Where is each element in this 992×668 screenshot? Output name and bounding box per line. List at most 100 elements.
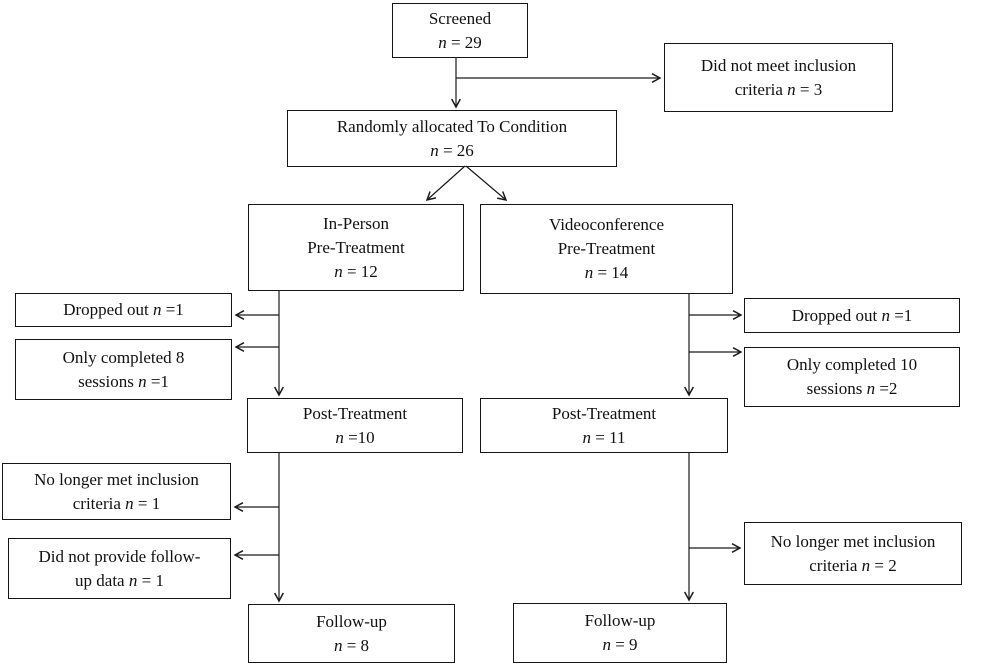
box-posttreatment-left: Post-Treatment n =10 <box>247 398 463 453</box>
box-line: Post-Treatment <box>552 402 656 426</box>
text-segment: = 8 <box>342 635 370 655</box>
text-segment: In-Person <box>322 213 390 233</box>
text-segment: n <box>335 427 344 447</box>
text-segment: = 3 <box>795 79 823 99</box>
box-line: sessions n =1 <box>78 370 169 394</box>
text-segment: n <box>881 305 890 325</box>
text-segment: = 14 <box>593 263 629 282</box>
text-segment: n <box>438 32 447 52</box>
box-followup-right: Follow-up n = 9 <box>513 603 727 663</box>
box-line: Only completed 10 <box>787 353 917 377</box>
box-did-not-meet-criteria: Did not meet inclusion criteria n = 3 <box>664 43 893 112</box>
text-segment: n <box>125 493 134 513</box>
text-segment: sessions <box>78 371 139 391</box>
text-segment: = 11 <box>591 427 626 447</box>
text-segment: =1 <box>146 371 169 391</box>
text-segment: n <box>138 371 147 391</box>
text-segment: = 12 <box>342 261 378 281</box>
box-line: Only completed 8 <box>63 346 185 370</box>
box-no-followup-data: Did not provide follow-up data n = 1 <box>8 538 231 599</box>
text-segment: = 2 <box>870 555 897 575</box>
text-segment: Pre-Treatment <box>557 239 656 258</box>
box-line: n =10 <box>335 426 374 450</box>
text-segment: =10 <box>343 427 375 447</box>
box-line: In-Person <box>323 212 389 236</box>
text-segment: up data <box>75 570 129 590</box>
text-segment: =1 <box>889 305 913 325</box>
text-segment: Dropped out <box>63 300 153 319</box>
box-line: n = 26 <box>430 139 474 163</box>
text-segment: Only completed 8 <box>62 347 185 367</box>
box-line: Pre-Treatment <box>307 236 405 260</box>
text-segment: Pre-Treatment <box>307 237 405 257</box>
box-only-completed-8: Only completed 8 sessions n =1 <box>15 339 232 400</box>
box-line: Dropped out n =1 <box>792 304 913 328</box>
text-segment: Did not meet inclusion <box>700 55 857 75</box>
text-segment: criteria <box>72 493 126 513</box>
box-line: No longer met inclusion <box>34 468 199 492</box>
box-line: n = 14 <box>585 261 629 285</box>
box-line: Follow-up <box>585 609 656 633</box>
text-segment: n <box>787 79 796 99</box>
text-segment: = 1 <box>133 493 161 513</box>
text-segment: Post-Treatment <box>551 403 657 423</box>
box-line: criteria n = 1 <box>73 492 160 516</box>
box-line: criteria n = 2 <box>809 554 896 578</box>
box-line: Dropped out n =1 <box>63 298 184 322</box>
text-segment: = 9 <box>610 635 638 654</box>
text-segment: No longer met inclusion <box>34 469 199 489</box>
box-line: Pre-Treatment <box>558 237 656 261</box>
box-dropped-out-right: Dropped out n =1 <box>744 298 960 333</box>
edge-randomized-to-inperson <box>425 165 466 202</box>
text-segment: Follow-up <box>584 611 656 630</box>
box-line: n = 29 <box>438 31 482 55</box>
box-followup-left: Follow-up n = 8 <box>248 604 455 663</box>
box-line: Post-Treatment <box>303 402 407 426</box>
text-segment: n <box>152 300 162 319</box>
text-segment: n <box>333 635 343 655</box>
box-randomly-allocated: Randomly allocated To Condition n = 26 <box>287 110 617 167</box>
box-posttreatment-right: Post-Treatment n = 11 <box>480 398 728 453</box>
text-segment: sessions <box>806 379 867 398</box>
text-segment: =1 <box>161 300 184 319</box>
text-segment: No longer met inclusion <box>770 531 936 551</box>
text-segment: Post-Treatment <box>302 403 408 423</box>
text-segment: =2 <box>875 379 898 398</box>
box-no-longer-met-right: No longer met inclusion criteria n = 2 <box>744 522 962 585</box>
text-segment: Dropped out <box>791 305 882 325</box>
text-segment: Only completed 10 <box>786 355 918 374</box>
text-segment: = 29 <box>446 32 482 52</box>
box-line: Screened <box>429 7 491 31</box>
text-segment: criteria <box>809 555 862 575</box>
box-line: Videoconference <box>549 213 664 237</box>
text-segment: n <box>334 261 343 281</box>
text-segment: n <box>866 379 876 398</box>
box-line: Randomly allocated To Condition <box>337 115 567 139</box>
box-line: n = 12 <box>334 260 378 284</box>
edge-randomized-to-video <box>465 165 508 202</box>
text-segment: Follow-up <box>316 611 387 631</box>
box-line: n = 9 <box>602 633 637 657</box>
box-line: sessions n =2 <box>807 377 898 401</box>
box-line: Did not meet inclusion <box>701 54 856 78</box>
box-line: up data n = 1 <box>75 569 164 593</box>
text-segment: Did not provide follow- <box>38 546 201 566</box>
text-segment: Randomly allocated To Condition <box>336 116 568 136</box>
box-line: Did not provide follow- <box>39 545 201 569</box>
text-segment: Screened <box>428 8 492 28</box>
text-segment: = 1 <box>137 570 164 590</box>
box-line: n = 8 <box>334 634 369 658</box>
text-segment: n <box>430 140 439 160</box>
text-segment: criteria <box>734 79 788 99</box>
text-segment: n <box>582 427 592 447</box>
text-segment: n <box>602 635 611 654</box>
text-segment: n <box>584 263 594 282</box>
box-line: Follow-up <box>316 610 387 634</box>
text-segment: Videoconference <box>548 215 665 234</box>
text-segment: n <box>128 570 138 590</box>
box-line: No longer met inclusion <box>771 530 936 554</box>
text-segment: = 26 <box>438 140 474 160</box>
text-segment: n <box>861 555 871 575</box>
